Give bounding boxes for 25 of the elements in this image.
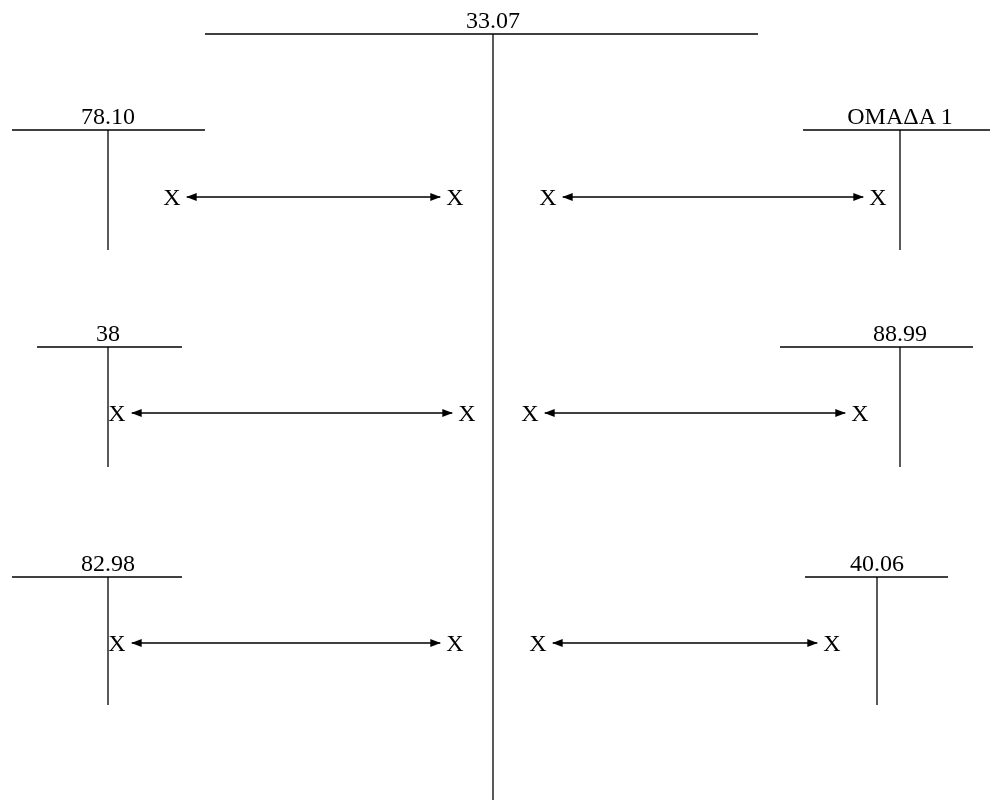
entry-mark: X [515,400,545,426]
double-headed-arrow [562,193,864,201]
double-headed-arrow [552,639,818,647]
entry-mark: X [440,184,470,210]
entry-mark: X [157,184,187,210]
entry-mark: X [452,400,482,426]
account-title: 38 [96,320,120,346]
double-headed-arrow [131,639,441,647]
account-title: 88.99 [873,320,927,346]
entry-mark: X [817,630,847,656]
entry-mark: X [533,184,563,210]
double-headed-arrow [544,409,846,417]
account-title: ΟΜΑΔΑ 1 [847,103,953,129]
entry-mark: X [523,630,553,656]
double-headed-arrow [131,409,453,417]
entry-mark: X [102,400,132,426]
entry-mark: X [863,184,893,210]
account-title: 40.06 [850,550,904,576]
account-title: 82.98 [81,550,135,576]
account-title: 78.10 [81,103,135,129]
entry-mark: X [440,630,470,656]
account-title: 33.07 [466,7,520,33]
double-headed-arrow [186,193,441,201]
entry-mark: X [845,400,875,426]
entry-mark: X [102,630,132,656]
